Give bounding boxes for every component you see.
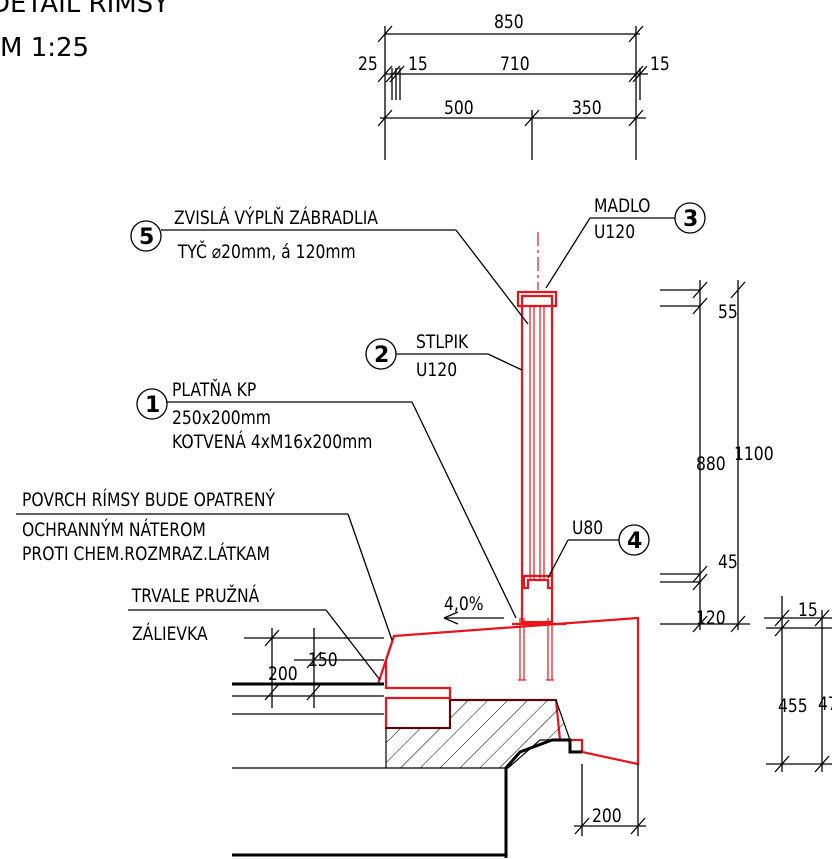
dim-15-left: 15 <box>408 54 428 76</box>
dim-455: 455 <box>778 696 808 718</box>
dim-710: 710 <box>500 54 530 76</box>
bridge-deck <box>232 682 582 858</box>
surface-note-line2: OCHRANNÝM NÁTEROM <box>22 517 206 541</box>
dim-880: 880 <box>696 454 726 476</box>
drawing-scale: M 1:25 <box>0 33 89 63</box>
dim-200-left: 200 <box>268 664 298 686</box>
callout-2-number: 2 <box>374 343 389 368</box>
dim-1100: 1100 <box>734 444 774 466</box>
dim-150: 150 <box>308 650 338 672</box>
slope-indicator: 4,0% <box>443 594 504 625</box>
callout-4: 4 U80 <box>547 518 650 579</box>
railing <box>512 232 566 681</box>
callout-3-line2: U120 <box>594 222 635 244</box>
dim-500: 500 <box>444 98 474 120</box>
dim-15-vertical: 15 <box>798 600 818 622</box>
slope-label: 4,0% <box>444 594 484 616</box>
callout-5: 5 ZVISLÁ VÝPLŇ ZÁBRADLIA TYČ ⌀20mm, á 12… <box>130 205 529 325</box>
dim-45: 45 <box>718 552 738 574</box>
joint-note: TRVALE PRUŽNÁ ZÁLIEVKA <box>128 583 381 681</box>
dim-15-right: 15 <box>650 54 670 76</box>
surface-note-line1: POVRCH RÍMSY BUDE OPATRENÝ <box>22 487 275 511</box>
callout-4-label: U80 <box>572 518 603 540</box>
callout-1-line3: KOTVENÁ 4xM16x200mm <box>172 429 372 453</box>
dim-470: 470 <box>818 694 832 716</box>
joint-note-line2: ZÁLIEVKA <box>132 621 208 645</box>
dim-55: 55 <box>718 302 738 324</box>
surface-note: POVRCH RÍMSY BUDE OPATRENÝ OCHRANNÝM NÁT… <box>16 487 393 641</box>
callout-1-line2: 250x200mm <box>172 408 271 430</box>
callout-5-number: 5 <box>139 225 154 250</box>
callout-1-line1: PLATŇA KP <box>172 377 256 401</box>
dim-120: 120 <box>696 608 726 630</box>
dim-850: 850 <box>494 12 524 34</box>
top-dimensions: 850 25 15 710 15 500 350 <box>358 12 670 160</box>
callout-2-line1: STLPIK <box>416 332 469 354</box>
callout-3-line1: MADLO <box>594 196 650 218</box>
callout-2-line2: U120 <box>416 360 457 382</box>
joint-note-line1: TRVALE PRUŽNÁ <box>131 583 260 607</box>
drawing-title: DETAIL RÍMSY <box>0 0 169 19</box>
callout-1: 1 PLATŇA KP 250x200mm KOTVENÁ 4xM16x200m… <box>136 377 517 619</box>
callout-5-line1: ZVISLÁ VÝPLŇ ZÁBRADLIA <box>174 205 378 229</box>
dim-200-bottom: 200 <box>592 806 622 828</box>
callout-1-number: 1 <box>145 393 160 418</box>
dim-350: 350 <box>572 98 602 120</box>
callout-3: 3 MADLO U120 <box>545 196 706 289</box>
callout-2: 2 STLPIK U120 <box>365 332 523 382</box>
right-dimensions: 55 880 1100 45 120 15 455 470 <box>660 280 832 773</box>
left-dimensions: 200 150 200 <box>244 628 646 836</box>
callout-5-line2: TYČ ⌀20mm, á 120mm <box>177 239 356 263</box>
surface-note-line3: PROTI CHEM.ROZMRAZ.LÁTKAM <box>22 541 270 565</box>
dim-25: 25 <box>358 54 378 76</box>
callout-4-number: 4 <box>627 529 642 554</box>
callout-3-number: 3 <box>683 207 698 232</box>
